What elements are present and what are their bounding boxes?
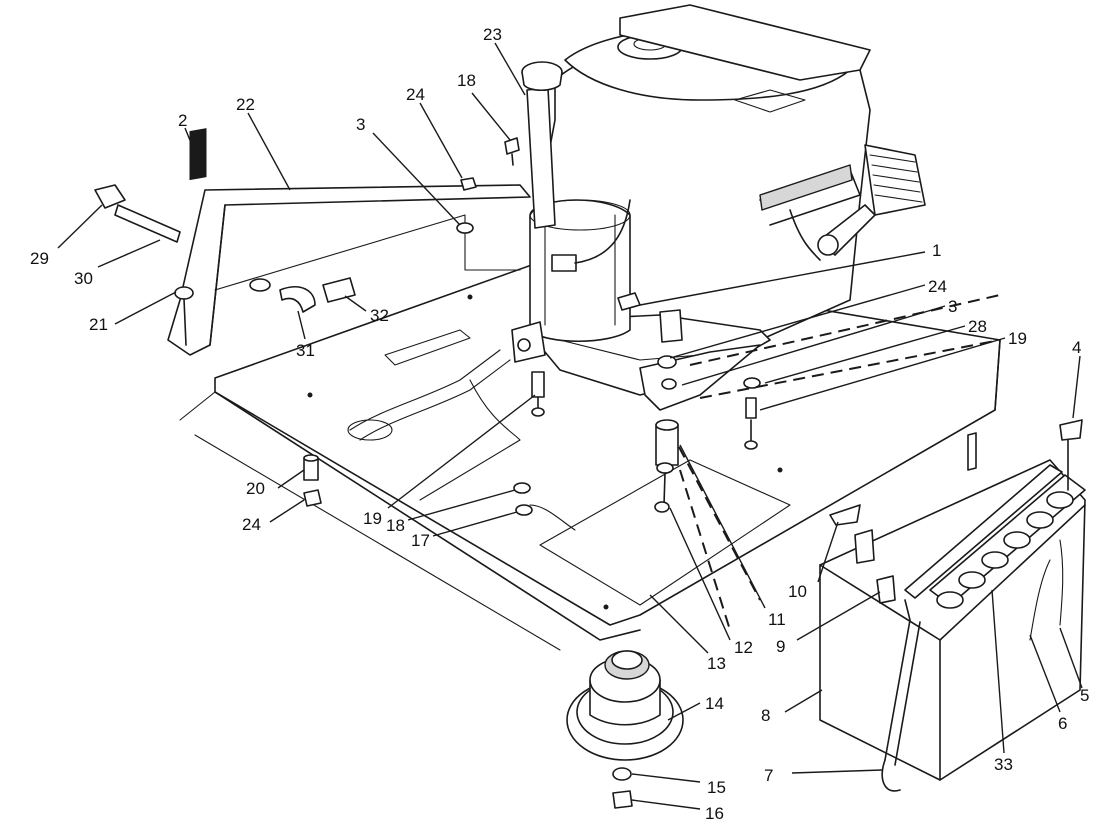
callout-18: 18 bbox=[386, 516, 405, 535]
engine-bracket bbox=[167, 128, 531, 356]
callout-15: 15 bbox=[707, 778, 726, 797]
callout-9: 9 bbox=[776, 637, 785, 656]
callout-31: 31 bbox=[296, 341, 315, 360]
callout-24: 24 bbox=[242, 515, 261, 534]
callout-23: 23 bbox=[483, 25, 502, 44]
callout-18: 18 bbox=[457, 71, 476, 90]
callout-3: 3 bbox=[948, 297, 957, 316]
engine-block bbox=[511, 4, 926, 411]
callout-29: 29 bbox=[30, 249, 49, 268]
callout-6: 6 bbox=[1058, 714, 1067, 733]
callout-20: 20 bbox=[246, 479, 265, 498]
callout-33: 33 bbox=[994, 755, 1013, 774]
callout-22: 22 bbox=[236, 95, 255, 114]
pulley bbox=[566, 650, 684, 809]
callout-14: 14 bbox=[705, 694, 724, 713]
callout-21: 21 bbox=[89, 315, 108, 334]
callout-3: 3 bbox=[356, 115, 365, 134]
callout-10: 10 bbox=[788, 582, 807, 601]
callout-4: 4 bbox=[1072, 338, 1081, 357]
battery bbox=[819, 419, 1086, 792]
callout-32: 32 bbox=[370, 306, 389, 325]
callout-16: 16 bbox=[705, 804, 724, 823]
callout-24: 24 bbox=[406, 85, 425, 104]
callout-leaders bbox=[57, 42, 1083, 810]
callout-labels: 2 22 3 24 18 23 29 30 21 31 32 1 24 3 28… bbox=[30, 25, 1089, 823]
callout-19: 19 bbox=[363, 509, 382, 528]
callout-30: 30 bbox=[74, 269, 93, 288]
callout-12: 12 bbox=[734, 638, 753, 657]
callout-1: 1 bbox=[932, 241, 941, 260]
callout-17: 17 bbox=[411, 531, 430, 550]
callout-13: 13 bbox=[707, 654, 726, 673]
callout-2: 2 bbox=[178, 111, 187, 130]
callout-8: 8 bbox=[761, 706, 770, 725]
callout-24: 24 bbox=[928, 277, 947, 296]
hardware-top bbox=[94, 137, 520, 346]
callout-19: 19 bbox=[1008, 329, 1027, 348]
callout-11: 11 bbox=[768, 610, 786, 629]
callout-28: 28 bbox=[968, 317, 987, 336]
callout-5: 5 bbox=[1080, 686, 1089, 705]
hardware-center bbox=[303, 371, 679, 531]
callout-7: 7 bbox=[764, 766, 773, 785]
hardware-right bbox=[669, 294, 1001, 631]
